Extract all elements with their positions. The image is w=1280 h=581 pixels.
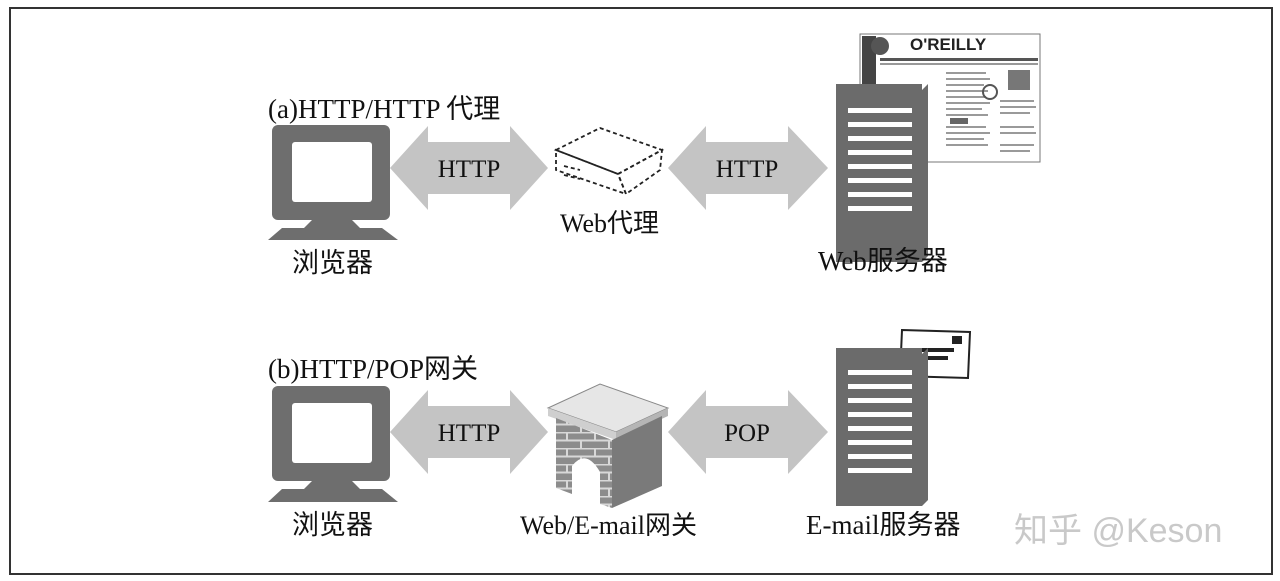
row-b-right-arrow: POP — [668, 390, 828, 474]
row-a-client-label: 浏览器 — [292, 248, 373, 278]
row-a-server-label: Web服务器 — [818, 246, 948, 276]
row-b-client-label: 浏览器 — [292, 510, 373, 540]
row-b-left-arrow: HTTP — [390, 390, 548, 474]
row-b-title: (b)HTTP/POP网关 — [268, 354, 478, 384]
row-b-middle-label: Web/E-mail网关 — [520, 511, 697, 540]
row-a-left-arrow-label: HTTP — [438, 156, 501, 183]
gateway-arch-icon — [546, 383, 670, 508]
row-a-title: (a)HTTP/HTTP 代理 — [268, 94, 500, 124]
row-a-right-arrow: HTTP — [668, 126, 828, 210]
browser-monitor-b-icon — [268, 386, 398, 502]
row-b-right-arrow-label: POP — [724, 420, 770, 447]
row-a-left-arrow: HTTP — [390, 126, 548, 210]
browser-monitor-a-icon — [268, 125, 398, 240]
web-server-icon — [836, 84, 928, 262]
webpage-logo: O'REILLY — [910, 35, 987, 54]
watermark: 知乎 @Keson — [1014, 512, 1222, 550]
row-a-right-arrow-label: HTTP — [716, 156, 779, 183]
row-b-server-label: E-mail服务器 — [806, 510, 960, 540]
row-b-left-arrow-label: HTTP — [438, 420, 501, 447]
mail-server-icon — [836, 348, 928, 506]
proxy-box-icon — [553, 127, 665, 196]
row-a-middle-label: Web代理 — [560, 209, 659, 238]
